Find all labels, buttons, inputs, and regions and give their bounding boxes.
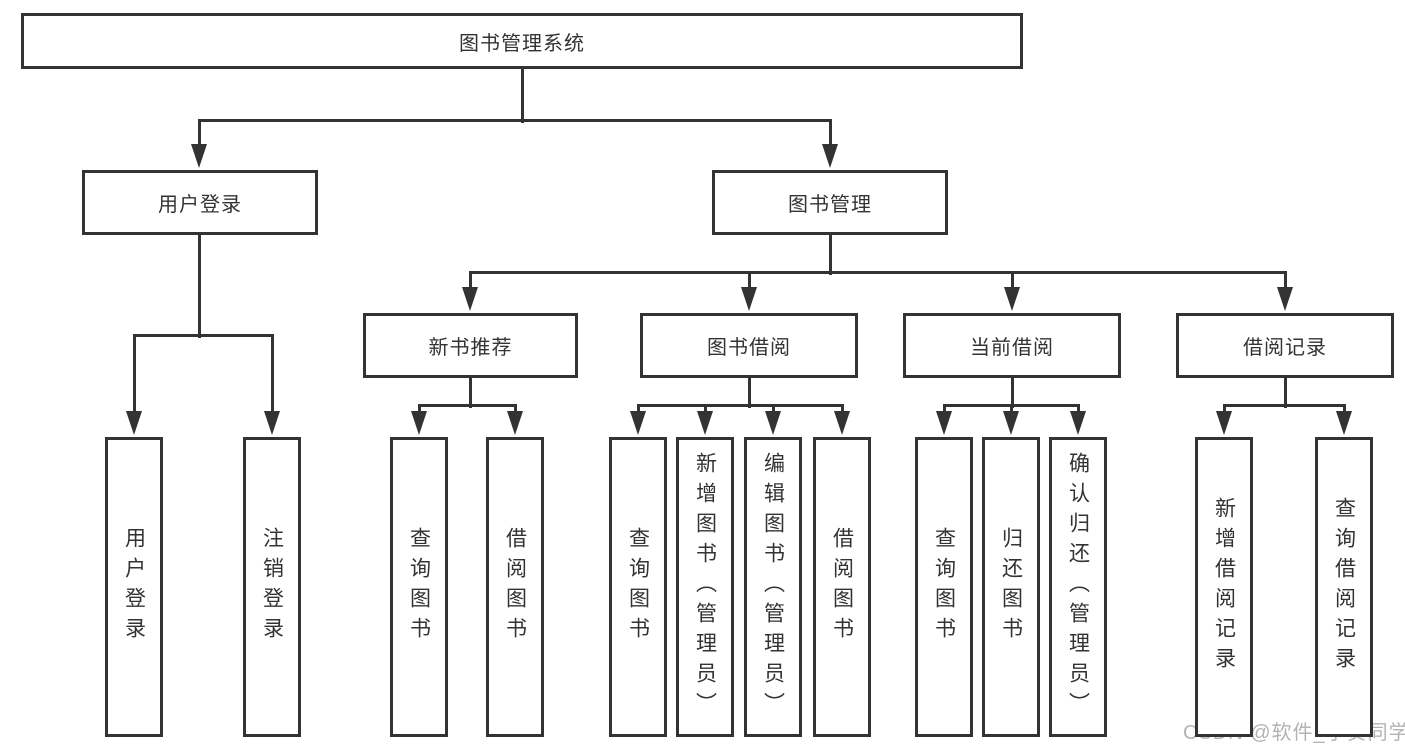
arrow-down-icon	[1277, 287, 1293, 311]
arrow-stem	[828, 118, 832, 146]
arrow-down-icon	[126, 411, 142, 435]
arrow-down-icon	[1070, 411, 1086, 435]
leaf-query-books-recommend: 查询图书	[390, 437, 448, 737]
node-new-book-recommendation: 新书推荐	[363, 313, 578, 378]
leaf-add-books-admin-label: 新增图书（管理员）	[693, 452, 717, 722]
connector-line	[197, 233, 201, 338]
arrow-stem	[1342, 403, 1346, 413]
arrow-stem	[747, 270, 751, 289]
node-library-management-system: 图书管理系统	[21, 13, 1023, 69]
arrow-stem	[1010, 270, 1014, 289]
arrow-down-icon	[697, 411, 713, 435]
node-user-login: 用户登录	[82, 170, 318, 235]
arrow-stem	[1283, 270, 1287, 289]
leaf-borrow-books-label: 借阅图书	[830, 527, 854, 647]
node-book-borrowing: 图书借阅	[640, 313, 858, 378]
leaf-confirm-return-admin-label: 确认归还（管理员）	[1066, 452, 1090, 722]
leaf-add-borrowing-record: 新增借阅记录	[1195, 437, 1253, 737]
connector-line	[828, 233, 832, 275]
arrow-down-icon	[1216, 411, 1232, 435]
arrow-stem	[840, 403, 844, 413]
leaf-user-login-label: 用户登录	[122, 527, 146, 647]
arrow-down-icon	[264, 411, 280, 435]
arrow-down-icon	[462, 287, 478, 311]
arrow-down-icon	[741, 287, 757, 311]
arrow-stem	[468, 270, 472, 289]
arrow-down-icon	[834, 411, 850, 435]
leaf-query-books-current: 查询图书	[915, 437, 973, 737]
connector-line	[468, 270, 1287, 274]
node-borrowing-records: 借阅记录	[1176, 313, 1394, 378]
connector-line	[1222, 403, 1346, 407]
arrow-down-icon	[765, 411, 781, 435]
arrow-stem	[132, 333, 136, 413]
arrow-down-icon	[1004, 287, 1020, 311]
leaf-add-borrowing-record-label: 新增借阅记录	[1212, 497, 1236, 677]
leaf-confirm-return-admin: 确认归还（管理员）	[1049, 437, 1107, 737]
leaf-add-books-admin: 新增图书（管理员）	[676, 437, 734, 737]
connector-line	[520, 67, 524, 123]
connector-line	[1010, 376, 1014, 408]
connector-line	[197, 118, 832, 122]
leaf-borrow-books: 借阅图书	[813, 437, 871, 737]
leaf-query-borrowing-record: 查询借阅记录	[1315, 437, 1373, 737]
arrow-stem	[513, 403, 517, 413]
node-book-management-label: 图书管理	[788, 194, 872, 216]
connector-line	[468, 376, 472, 408]
leaf-user-login: 用户登录	[105, 437, 163, 737]
leaf-edit-books-admin: 编辑图书（管理员）	[744, 437, 802, 737]
leaf-query-borrowing-record-label: 查询借阅记录	[1332, 497, 1356, 677]
node-library-management-system-label: 图书管理系统	[459, 32, 585, 55]
connector-line	[1283, 376, 1287, 408]
arrow-stem	[942, 403, 946, 413]
connector-line	[636, 403, 844, 407]
leaf-logout-label: 注销登录	[260, 527, 284, 647]
arrow-stem	[1076, 403, 1080, 413]
arrow-stem	[417, 403, 421, 413]
arrow-down-icon	[411, 411, 427, 435]
leaf-query-books-borrowing-label: 查询图书	[626, 527, 650, 647]
leaf-query-books-recommend-label: 查询图书	[407, 527, 431, 647]
arrow-stem	[771, 403, 775, 413]
arrow-down-icon	[1003, 411, 1019, 435]
node-book-management: 图书管理	[712, 170, 948, 235]
arrow-stem	[1009, 403, 1013, 413]
leaf-borrow-books-recommend: 借阅图书	[486, 437, 544, 737]
node-current-borrowing: 当前借阅	[903, 313, 1121, 378]
arrow-stem	[197, 118, 201, 146]
arrow-stem	[636, 403, 640, 413]
node-user-login-label: 用户登录	[158, 194, 242, 216]
node-new-book-recommendation-label: 新书推荐	[428, 337, 513, 359]
connector-line	[417, 403, 517, 407]
connector-line	[132, 333, 274, 337]
arrow-stem	[703, 403, 707, 413]
arrow-stem	[270, 333, 274, 413]
leaf-return-books-label: 归还图书	[999, 527, 1023, 647]
arrow-down-icon	[191, 144, 207, 168]
node-book-borrowing-label: 图书借阅	[707, 337, 791, 359]
arrow-down-icon	[630, 411, 646, 435]
leaf-edit-books-admin-label: 编辑图书（管理员）	[761, 452, 785, 722]
leaf-logout: 注销登录	[243, 437, 301, 737]
arrow-stem	[1222, 403, 1226, 413]
connector-line	[747, 376, 751, 408]
node-borrowing-records-label: 借阅记录	[1243, 337, 1327, 359]
leaf-query-books-borrowing: 查询图书	[609, 437, 667, 737]
leaf-query-books-current-label: 查询图书	[932, 527, 956, 647]
leaf-borrow-books-recommend-label: 借阅图书	[503, 527, 527, 647]
arrow-down-icon	[936, 411, 952, 435]
arrow-down-icon	[507, 411, 523, 435]
arrow-down-icon	[1336, 411, 1352, 435]
leaf-return-books: 归还图书	[982, 437, 1040, 737]
node-current-borrowing-label: 当前借阅	[970, 337, 1054, 359]
arrow-down-icon	[822, 144, 838, 168]
